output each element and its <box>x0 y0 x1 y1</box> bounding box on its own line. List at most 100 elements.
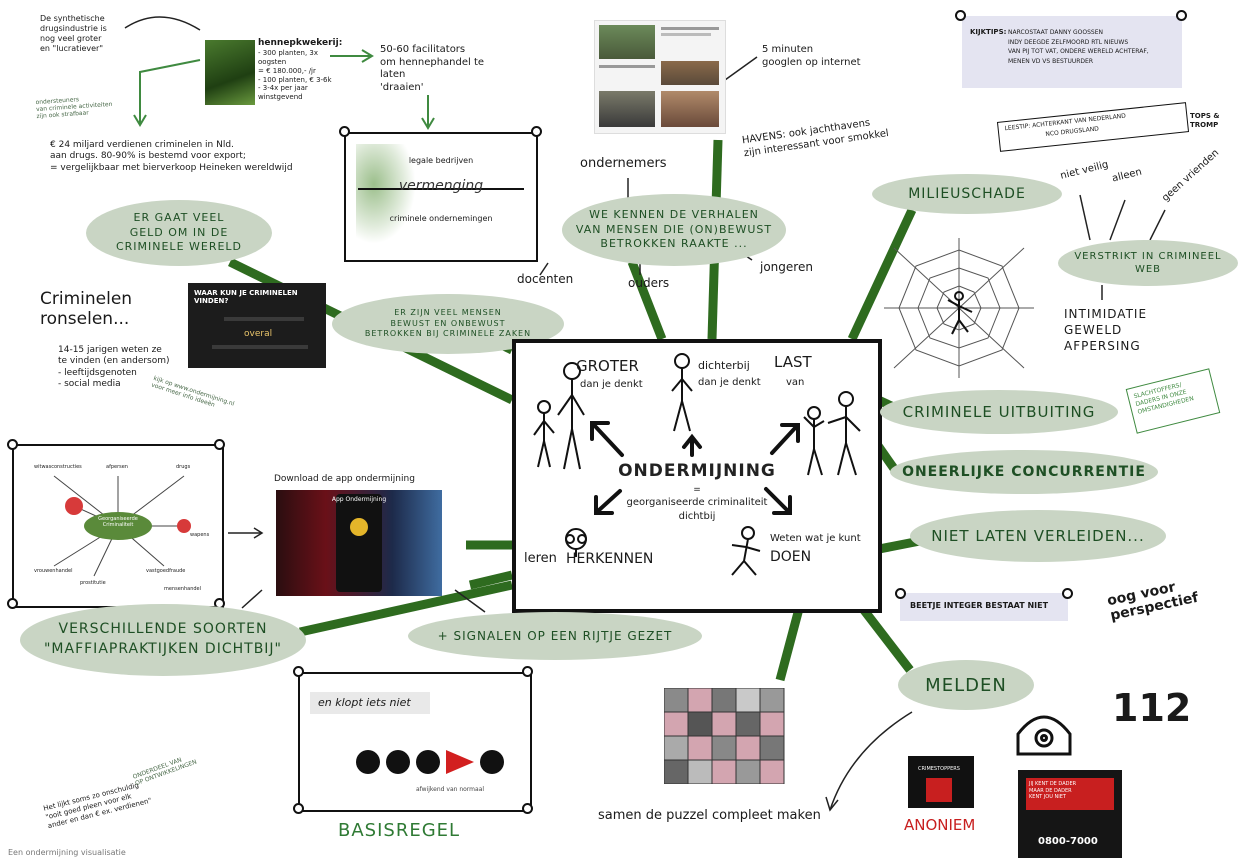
facilitators-line: 50-60 facilitators <box>380 44 466 55</box>
temptation-label: NIET LATEN VERLEIDEN... <box>931 527 1145 545</box>
connector-puzzel <box>775 603 805 682</box>
mindmap-center: Georganiseerde Criminaliteit <box>98 516 138 528</box>
divider-line <box>358 188 524 190</box>
integrity-box: BEETJE INTEGER BESTAAT NIET <box>900 593 1068 621</box>
money-bubble-line: CRIMINELE WERELD <box>115 240 243 254</box>
mindmap-node: afpersen <box>106 464 128 470</box>
teachers-label: docenten <box>517 272 574 286</box>
note-line: De synthetische <box>40 14 105 23</box>
news-screenshot <box>594 20 726 134</box>
money-line: € 24 miljard verdienen criminelen in Nld… <box>50 140 234 150</box>
pin-icon <box>531 126 542 137</box>
youth-label: jongeren <box>760 260 813 274</box>
mixing-frame: legale bedrijven vermenging criminele on… <box>344 132 538 262</box>
teenagers-line: - social media <box>58 378 121 389</box>
many-people-line: ER ZIJN VEEL MENSEN <box>394 307 502 317</box>
stories-line: VAN MENSEN DIE (ON)BEWUST <box>575 222 773 236</box>
money-note: € 24 miljard verdienen criminelen in Nld… <box>50 140 320 174</box>
recruiting-line: Criminelen <box>40 289 133 309</box>
money-bubble-line: GELD OM IN DE <box>129 225 229 239</box>
integrity-label: BEETJE INTEGER BESTAAT NIET <box>910 601 1049 610</box>
pin-icon <box>214 439 225 450</box>
money-line: aan drugs. 80-90% is bestemd voor export… <box>50 151 246 162</box>
tip-item: NARCOSTAAT DANNY GOOSSEN <box>1008 29 1104 36</box>
tip-item: INDY DEEGDE ZELFMOORD RTL NIEUWS <box>1008 38 1129 46</box>
note-line: nog veel groter <box>40 34 102 43</box>
hemp-photo <box>205 40 255 105</box>
closer-sub-label: dan je denkt <box>698 377 761 388</box>
crimestoppers-logo: CRIMESTOPPERS <box>908 756 974 808</box>
pin-icon <box>1062 588 1073 599</box>
equals-sign: = <box>693 485 701 495</box>
undermining-title: ONDERMIJNING <box>618 461 776 481</box>
stick-figures-icon <box>533 362 585 470</box>
exploitation-bubble: CRIMINELE UITBUITING <box>880 390 1118 434</box>
crimestoppers-text: CRIMESTOPPERS <box>918 766 960 772</box>
tops-line: TROMP <box>1190 120 1219 129</box>
connector-signalen <box>468 570 514 590</box>
hemp-line: - 100 planten, € 3-6k <box>258 75 332 84</box>
parents-label: ouders <box>628 276 670 290</box>
recognize-label: HERKENNEN <box>566 551 654 567</box>
competition-bubble: ONEERLIJKE CONCURRENTIE <box>890 450 1158 494</box>
abnormal-caption: afwijkend van normaal <box>416 786 485 793</box>
mindmap-node: vastgoedfraude <box>146 568 186 574</box>
types-line: VERSCHILLENDE SOORTEN <box>58 621 268 638</box>
anonymous-label: ANONIEM <box>904 816 976 834</box>
hemp-line: - 3-4x per jaar winstgevend <box>258 84 308 101</box>
trapped-line: WEB <box>1134 264 1162 275</box>
nuisance-label: LAST <box>774 353 812 371</box>
pin-icon <box>1176 10 1187 21</box>
threat-figures-icon <box>803 391 861 476</box>
entrepreneurs-label: ondernemers <box>580 156 667 171</box>
recruiting-title: Criminelen ronselen... <box>40 289 133 329</box>
tip-item: MENEN VD VS BESTUURDER <box>1008 57 1094 65</box>
do-label: DOEN <box>770 549 812 565</box>
signals-bubble: + SIGNALEN OP EEN RIJTJE GEZET <box>408 612 702 660</box>
report-label: MELDEN <box>925 674 1007 696</box>
mindmap-node: mensenhandel <box>164 586 202 592</box>
tip-item: VAN PIJ TOT VAT, ONDERE WERELD ACHTERAF, <box>1008 48 1149 56</box>
app-title: App Ondermijning <box>331 496 387 503</box>
note-line: en "lucratiever" <box>40 44 104 53</box>
money-bubble-line: ER GAAT VEEL <box>133 210 225 224</box>
intimidation-list: INTIMIDATIE GEWELD AFPERSING <box>1064 306 1147 355</box>
environment-bubble: MILIEUSCHADE <box>872 174 1062 214</box>
trapped-bubble: VERSTRIKT IN CRIMINEEL WEB <box>1058 240 1238 286</box>
nuisance-sub-label: van <box>786 377 805 388</box>
everywhere-word: overal <box>244 329 273 339</box>
intimidation-item: INTIMIDATIE <box>1064 307 1148 321</box>
pin-icon <box>293 666 304 677</box>
center-arrows <box>565 421 800 576</box>
bigger-sub-label: dan je denkt <box>580 379 643 390</box>
intimidation-item: GEWELD <box>1064 323 1123 338</box>
app-screenshot[interactable]: App Ondermijning <box>276 490 442 596</box>
where-find-image: WAAR KUN JE CRIMINELEN VINDEN? overal <box>188 283 326 368</box>
puzzle-label: samen de puzzel compleet maken <box>598 808 821 823</box>
hemp-line: - 300 planten, 3x oogsten <box>258 49 318 66</box>
many-people-line: BETROKKEN BIJ CRIMINELE ZAKEN <box>364 329 532 339</box>
pin-icon <box>895 588 906 599</box>
types-line: "MAFFIAPRAKTIJKEN DICHTBIJ" <box>43 641 282 657</box>
stories-line: WE KENNEN DE VERHALEN <box>589 207 759 221</box>
download-app-label: Download de app ondermijning <box>274 474 415 484</box>
tops-note: TOPS & TROMP <box>1190 112 1219 130</box>
temptation-bubble: NIET LATEN VERLEIDEN... <box>910 510 1166 562</box>
recruiting-line: ronselen... <box>40 308 130 329</box>
poster-line: MAAR DE DADER <box>1029 787 1072 794</box>
poster-line: JIJ KENT DE DADER <box>1029 781 1077 787</box>
learn-label: leren <box>524 551 557 566</box>
basic-rule-frame: en klopt iets niet afwijkend van normaal <box>298 672 532 812</box>
competition-label: ONEERLIJKE CONCURRENTIE <box>902 464 1146 480</box>
stories-bubble: WE KENNEN DE VERHALEN VAN MENSEN DIE (ON… <box>562 194 786 266</box>
phone-icon <box>1016 715 1072 756</box>
app-logo-icon <box>350 518 368 536</box>
connector-soorten <box>299 580 513 637</box>
bottom-caption: Een ondermijning visualisatie <box>8 848 126 857</box>
hemp-note: hennepkwekerij: - 300 planten, 3x oogste… <box>258 38 342 102</box>
tips-list: NARCOSTAAT DANNY GOOSSEN INDY DEEGDE ZEL… <box>1008 28 1149 66</box>
signals-label: + SIGNALEN OP EEN RIJTJE GEZET <box>437 629 673 643</box>
know-label: Weten wat je kunt <box>770 533 861 544</box>
tips-label: KIJKTIPS: <box>970 28 1007 36</box>
center-box: GROTER dan je denkt dichterbij dan je de… <box>512 339 882 613</box>
